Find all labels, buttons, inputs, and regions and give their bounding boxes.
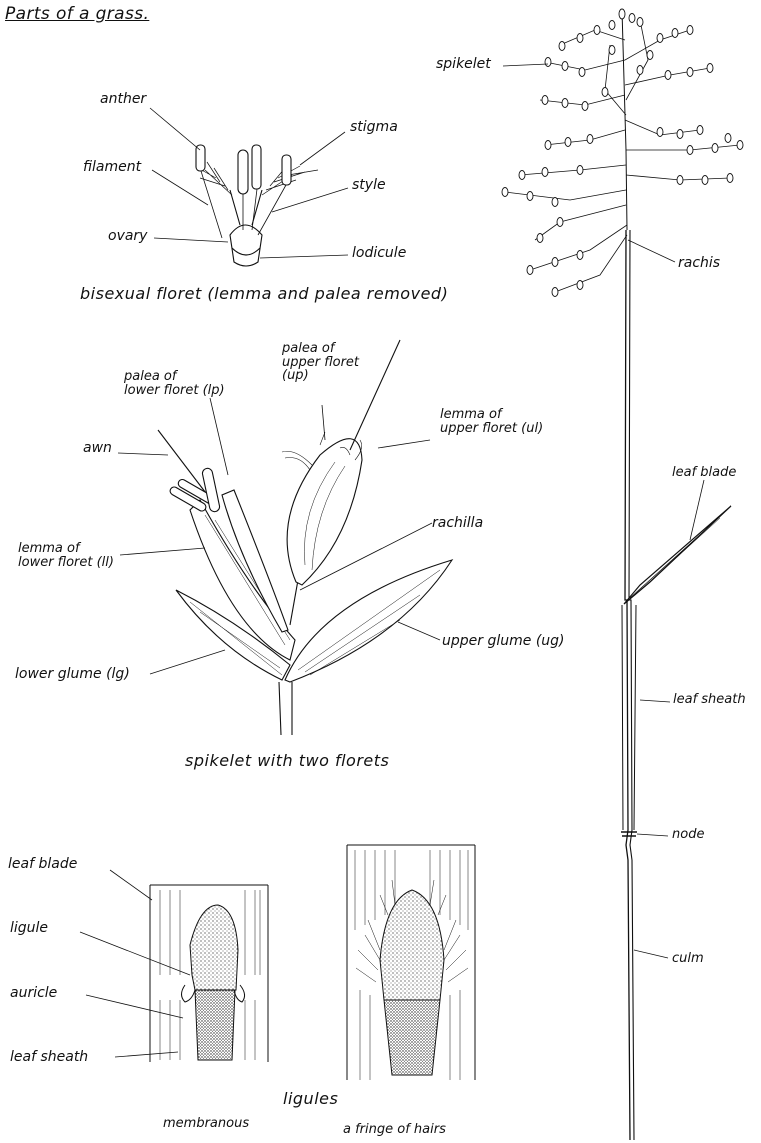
spikelet-stalk	[279, 682, 292, 735]
label-plant-leaf-blade: leaf blade	[672, 466, 736, 480]
label-ligule: ligule	[10, 921, 48, 936]
rachilla	[290, 580, 298, 625]
upper-lemma	[287, 439, 362, 585]
membranous-ligule-membrane	[190, 905, 238, 990]
label-lemma-upper: lemma of upper floret (ul)	[440, 408, 543, 435]
label-anther: anther	[100, 92, 146, 107]
rachis-axis	[622, 10, 627, 230]
spikelet-drawing	[158, 340, 452, 735]
floret-ovary	[230, 225, 262, 266]
label-palea-upper: palea of upper floret (up)	[282, 342, 359, 383]
membranous-ligule	[150, 885, 268, 1062]
ligule-leader-lines	[80, 870, 190, 1057]
label-awn: awn	[83, 441, 112, 456]
label-ovary: ovary	[108, 229, 147, 244]
label-lower-glume: lower glume (lg)	[15, 667, 130, 682]
label-lodicule: lodicule	[352, 246, 406, 261]
page-title: Parts of a grass.	[5, 6, 149, 24]
label-style: style	[352, 178, 386, 193]
label-fringe-of-hairs: a fringe of hairs	[343, 1123, 446, 1137]
label-ligule-leaf-sheath: leaf sheath	[10, 1050, 88, 1065]
leaf-sheath-stem	[622, 605, 636, 830]
grass-plant	[502, 9, 743, 1140]
hairy-ligule-body	[380, 890, 444, 1000]
label-membranous: membranous	[163, 1117, 249, 1131]
label-plant-spikelet: spikelet	[436, 57, 491, 72]
label-palea-lower: palea of lower floret (lp)	[124, 370, 225, 397]
floret-caption: bisexual floret (lemma and palea removed…	[80, 286, 448, 303]
label-stigma: stigma	[350, 120, 398, 135]
hairy-ligule	[347, 845, 475, 1080]
label-auricle: auricle	[10, 986, 57, 1001]
label-rachis: rachis	[678, 256, 720, 271]
label-lemma-lower: lemma of lower floret (ll)	[18, 542, 114, 569]
ligules-caption: ligules	[283, 1091, 338, 1108]
label-rachilla: rachilla	[432, 516, 483, 531]
label-culm: culm	[672, 952, 704, 966]
label-filament: filament	[83, 160, 141, 175]
upper-glume	[285, 560, 452, 682]
label-ligule-leaf-blade: leaf blade	[8, 857, 77, 872]
spikelet-anthers	[169, 467, 221, 512]
auricle-left	[182, 985, 196, 1002]
label-upper-glume: upper glume (ug)	[442, 634, 565, 649]
label-node: node	[672, 828, 704, 842]
node-mark	[621, 832, 637, 836]
bisexual-floret	[196, 145, 318, 266]
label-plant-leaf-sheath: leaf sheath	[673, 693, 746, 707]
spikelet-caption: spikelet with two florets	[185, 753, 389, 770]
